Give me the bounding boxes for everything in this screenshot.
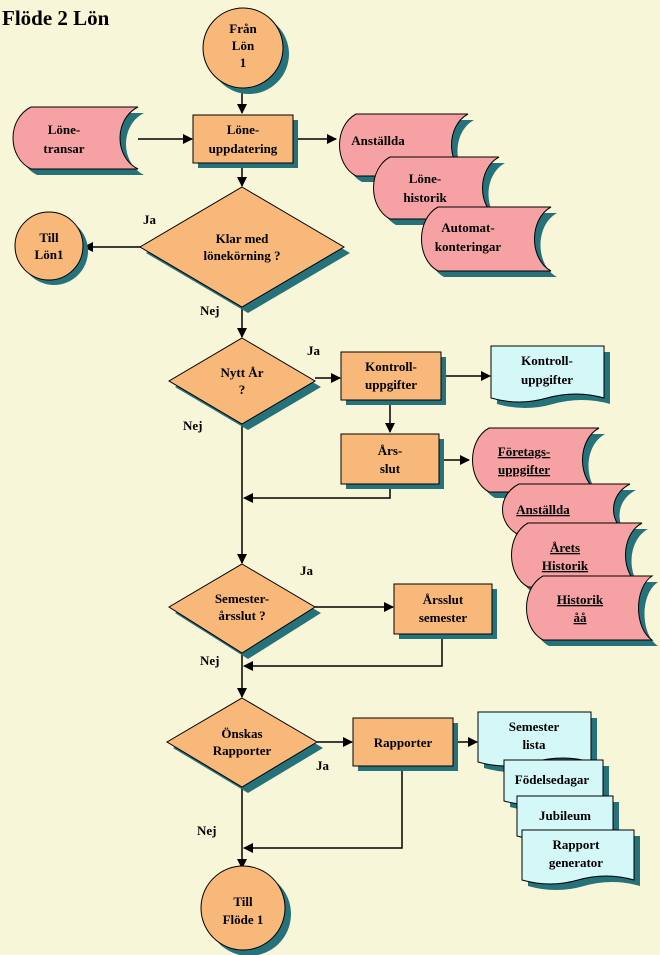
data-lonetransar: Löne- transar (12, 106, 144, 175)
node-text: Rapporter (374, 735, 433, 750)
label-ja-klar: Ja (143, 212, 157, 227)
node-text: åå (574, 610, 588, 625)
document-kontrolluppgifter: Kontroll- uppgifter (490, 345, 610, 408)
label-nej-semester: Nej (200, 653, 220, 668)
data-foretagsuppgifter: Företags- uppgifter (472, 427, 605, 498)
node-text: uppgifter (521, 372, 573, 387)
node-text: årsslut ? (218, 608, 265, 623)
node-text: Historik (557, 592, 604, 607)
node-text: uppgifter (365, 377, 417, 392)
node-text: Företags- (498, 444, 550, 459)
page-title: Flöde 2 Lön (2, 6, 110, 30)
node-text: Till (39, 230, 59, 245)
process-arsslut-semester: Årsslut semester (393, 583, 497, 639)
decision-nytt-ar: Nytt År ? (168, 337, 321, 430)
node-text: lista (522, 737, 546, 752)
node-text: konteringar (435, 239, 502, 254)
node-text: uppgifter (498, 462, 550, 477)
node-text: 1 (240, 55, 247, 70)
node-text: Flöde 1 (223, 912, 264, 927)
node-text: Årets (550, 540, 580, 555)
node-text: Önskas (221, 726, 262, 741)
node-text: slut (380, 461, 401, 476)
label-nej-nyttar: Nej (183, 418, 203, 433)
label-ja-semester: Ja (300, 563, 314, 578)
document-rapport-generator: Rapport generator (521, 829, 640, 890)
node-text: Rapport (553, 837, 601, 852)
node-text: Till (233, 894, 253, 909)
node-text: generator (549, 855, 603, 870)
node-text: Lön (232, 38, 255, 53)
node-text: Semester- (215, 591, 269, 606)
document-semester-lista: Semester lista (477, 711, 597, 772)
node-text: semester (419, 610, 468, 625)
node-text: Kontroll- (521, 353, 573, 368)
node-text: Semester (509, 719, 560, 734)
process-rapporter: Rapporter (352, 717, 458, 771)
connectors (83, 93, 491, 869)
process-arsslut: Års- slut (340, 433, 444, 489)
node-text: Födelsedagar (515, 772, 590, 787)
node-text: historik (403, 190, 447, 205)
label-nej-onskas: Nej (197, 823, 217, 838)
process-loneuppdatering: Löne- uppdatering (192, 114, 298, 168)
node-text: Kontroll- (365, 359, 417, 374)
node-text: Års- (378, 443, 403, 458)
edge-rapporter-return (243, 766, 403, 853)
node-text: Klar med (216, 231, 270, 246)
node-text: Löne- (227, 122, 260, 137)
node-text: Lön1 (35, 247, 64, 262)
node-text: Automat- (441, 220, 494, 235)
edge-arsslutsem-return (243, 633, 443, 671)
terminal-till-lon1: Till Lön1 (14, 211, 88, 285)
decision-onskas-rapporter: Önskas Rapporter (166, 697, 323, 793)
node-text: Anställda (351, 133, 405, 148)
data-historik-aa: Historik åå (526, 575, 658, 646)
node-text: transar (43, 141, 84, 156)
terminal-till-flode1: Till Flöde 1 (200, 865, 291, 955)
node-text: Historik (542, 558, 589, 573)
label-nej-klar: Nej (200, 303, 220, 318)
node-text: Jubileum (539, 808, 591, 823)
node-text: Nytt År (221, 365, 264, 380)
node-text: Löne- (48, 122, 81, 137)
node-text: lönekörning ? (204, 248, 281, 263)
node-text: Löne- (409, 171, 442, 186)
node-text: Anställda (516, 502, 570, 517)
node-text: Rapporter (213, 743, 272, 758)
data-automatkonteringar: Automat- konteringar (421, 206, 557, 277)
decision-klar-med-lonekorning: Klar med lönekörning ? (139, 186, 350, 313)
label-ja-onskas: Ja (316, 758, 330, 773)
label-ja-nyttar: Ja (307, 343, 321, 358)
node-text: ? (239, 382, 246, 397)
node-text: uppdatering (209, 141, 278, 156)
decision-semesterarsslut: Semester- årsslut ? (168, 563, 321, 659)
node-text: Från (229, 21, 257, 36)
process-kontrolluppgifter: Kontroll- uppgifter (340, 351, 446, 405)
terminal-fran-lon: Från Lön 1 (202, 7, 289, 94)
node-text: Årsslut (423, 592, 464, 607)
